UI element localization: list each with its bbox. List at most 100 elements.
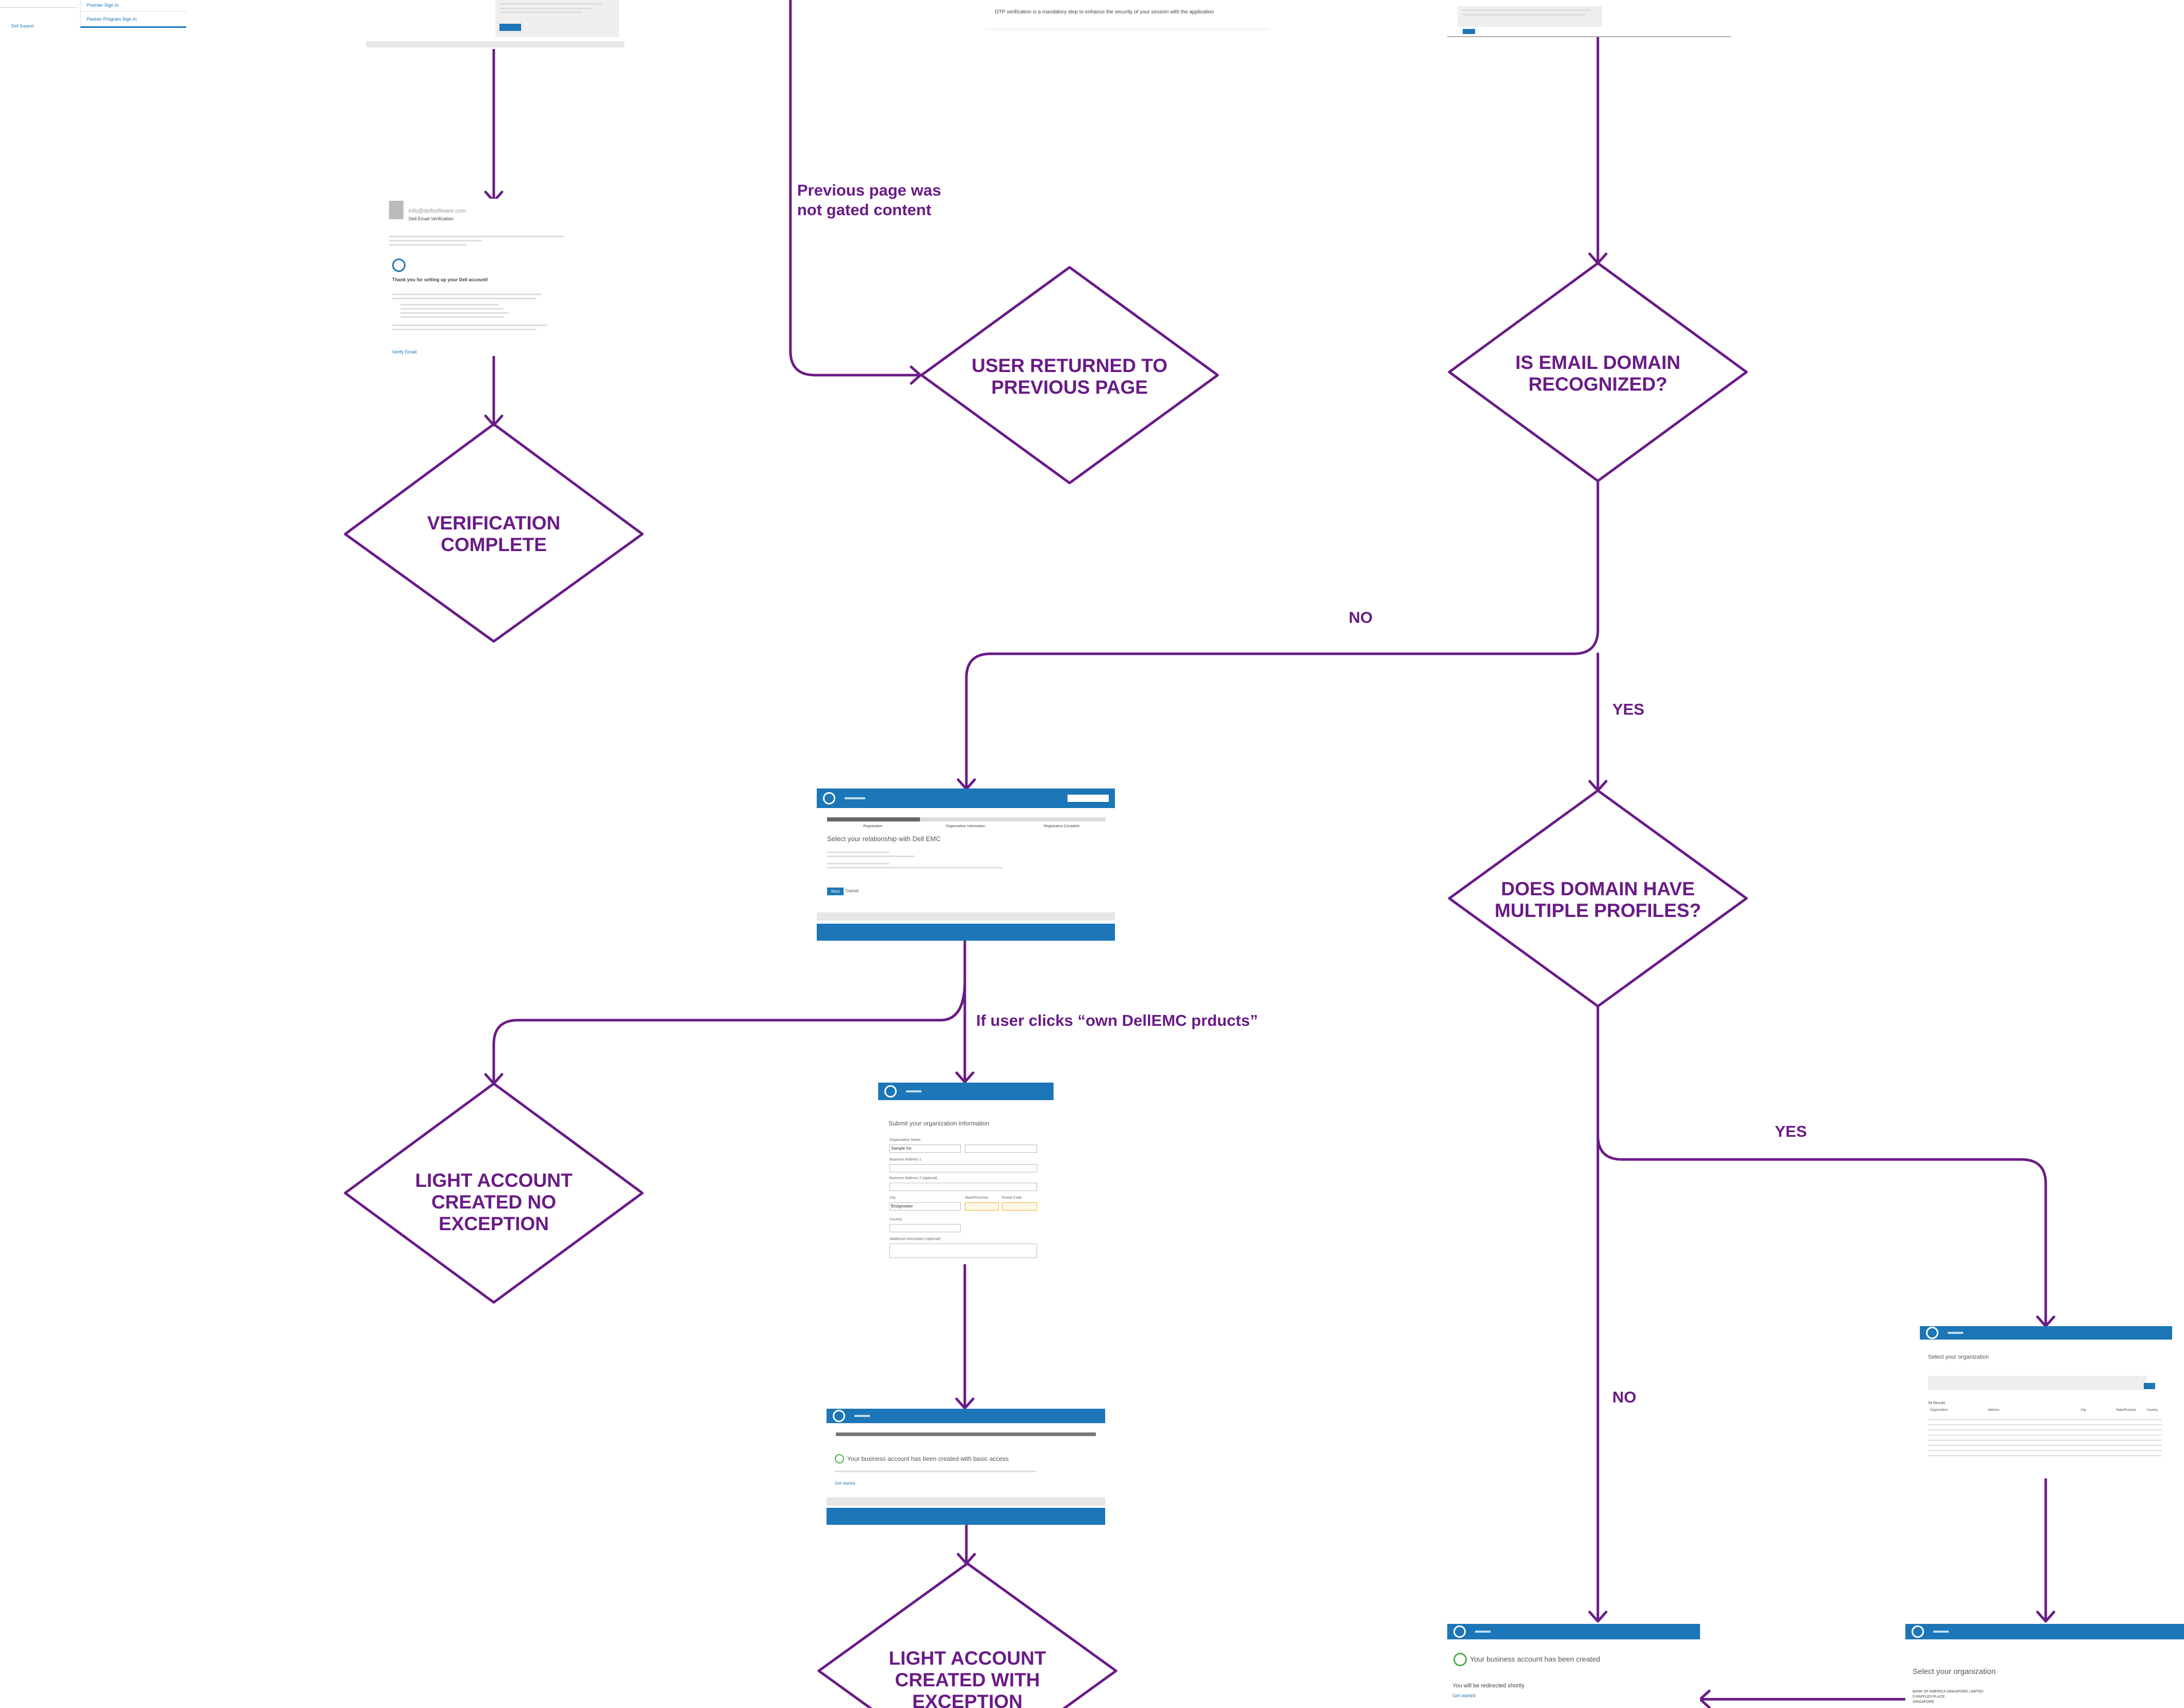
cancel-link[interactable]: Cancel xyxy=(846,889,859,893)
screen-created-basic: Your business account has been created w… xyxy=(827,1409,1105,1525)
column-country: Country xyxy=(2147,1409,2158,1412)
edge-label-not-gated-line-1: Previous page was xyxy=(797,181,941,199)
get-started-link[interactable]: Get started xyxy=(1452,1693,1476,1698)
otp-message: OTP verification is a mandatory step to … xyxy=(995,9,1215,15)
edge-label-not-gated-line-2: not gated content xyxy=(797,201,931,219)
column-address: Address xyxy=(1988,1409,2000,1412)
checkmark-circle-icon xyxy=(1453,1653,1467,1666)
edge-label-own-products: If user clicks “own DellEMC prducts” xyxy=(976,1011,1258,1029)
diamond-label-verification-line-1: VERIFICATION xyxy=(427,512,560,534)
column-organization: Organization xyxy=(1930,1409,1948,1412)
diamond-verification-complete xyxy=(344,423,644,643)
arrowhead xyxy=(1588,1610,1608,1623)
footer-bar xyxy=(817,924,1115,941)
diamond-label-light-with-line-3: EXCEPTION xyxy=(912,1691,1023,1708)
diamond-label-domain-line-1: IS EMAIL DOMAIN xyxy=(1515,352,1680,373)
screen-account-created: Your business account has been created Y… xyxy=(1447,1624,1700,1708)
diamond-label-domain-line-2: RECOGNIZED? xyxy=(1528,374,1667,395)
dell-logo-icon xyxy=(1926,1327,1938,1339)
diamond-label-profiles-line-1: DOES DOMAIN HAVE xyxy=(1501,878,1695,899)
edge-label-yes-2: YES xyxy=(1775,1122,1807,1140)
step-organization: Organization Information xyxy=(946,825,985,828)
diamond-label-returned-line-1: USER RETURNED TO xyxy=(972,355,1168,376)
screen-select-org: Select your organization 54 Results Orga… xyxy=(1920,1326,2172,1478)
diamond-email-domain xyxy=(1448,262,1748,482)
org-name-field[interactable]: Sample Inc xyxy=(889,1145,961,1153)
diamond-multiple-profiles xyxy=(1448,789,1748,1008)
dell-logo-icon xyxy=(1912,1625,1924,1638)
footer-bar xyxy=(827,1508,1105,1525)
search-button[interactable] xyxy=(2144,1383,2155,1389)
created-basic-message: Your business account has been created w… xyxy=(847,1455,1009,1462)
email-from: info@dellsoftware.com xyxy=(409,208,466,214)
results-count: 54 Results xyxy=(1928,1401,1946,1405)
dell-logo-icon xyxy=(833,1410,845,1422)
alt-name-field[interactable] xyxy=(965,1145,1037,1153)
address-field[interactable] xyxy=(889,1164,1037,1172)
org-entry-line-2: 9 RAFFLES PLACE xyxy=(1913,1695,1945,1699)
dell-header xyxy=(1447,1624,1700,1639)
city-field[interactable]: Bridgewater xyxy=(889,1202,961,1211)
diamond-label-light-no-line-2: CREATED NO xyxy=(431,1191,556,1213)
dell-logo-icon xyxy=(392,259,406,272)
footer-strip xyxy=(366,41,624,47)
org-form-title: Submit your organization information xyxy=(888,1120,990,1127)
diamond-label-light-with-line-1: LIGHT ACCOUNT xyxy=(889,1648,1046,1669)
dell-header xyxy=(1920,1326,2172,1340)
state-field[interactable] xyxy=(965,1202,999,1211)
connector-relationship-left xyxy=(492,979,966,1084)
diamond-light-with-exception xyxy=(817,1562,1118,1708)
postal-field[interactable] xyxy=(1002,1202,1037,1211)
partner-signin-link[interactable]: Partner Program Sign In xyxy=(87,17,137,22)
email-subject: Dell Email Verification xyxy=(409,216,454,221)
redirect-notice: You will be redirected shortly xyxy=(1452,1683,1525,1689)
column-city: City xyxy=(2081,1409,2086,1412)
arrowhead xyxy=(1698,1689,1711,1708)
postal-label: Postal Code xyxy=(1002,1196,1022,1200)
screen-relationship: Registration Organization Information Re… xyxy=(817,788,1115,941)
screen-select-org-2: Select your organization BANK OF AMERICA… xyxy=(1905,1624,2184,1708)
country-select[interactable] xyxy=(889,1224,961,1232)
additional-field[interactable] xyxy=(889,1244,1037,1258)
arrowhead xyxy=(2036,1610,2056,1623)
next-button[interactable]: Next xyxy=(827,888,844,895)
diamond-label-light-with-line-2: CREATED WITH xyxy=(895,1669,1040,1690)
dell-header xyxy=(1905,1624,2184,1639)
diamond-label-light-no-line-3: EXCEPTION xyxy=(439,1213,549,1234)
continue-button[interactable] xyxy=(1463,29,1475,34)
connector-domain-no xyxy=(965,479,1599,789)
select-org-title: Select your organization xyxy=(1928,1354,1989,1360)
screen-signin: Premier Sign In Partner Program Sign In … xyxy=(0,0,188,32)
edge-label-no-1: NO xyxy=(1349,608,1373,626)
org-entry-line-1[interactable]: BANK OF AMERICA SINGAPORE LIMITED xyxy=(1913,1690,1983,1694)
get-started-link[interactable]: Get started xyxy=(835,1481,855,1486)
address2-field[interactable] xyxy=(889,1183,1037,1191)
footer-links xyxy=(827,1497,1105,1506)
column-state: State/Province xyxy=(2116,1409,2137,1412)
screen-org-form: Submit your organization information Org… xyxy=(878,1083,1054,1264)
footer-links xyxy=(817,912,1115,921)
checkmark-circle-icon xyxy=(835,1454,844,1463)
address-label: Business Address 1 xyxy=(889,1158,921,1162)
diamond-user-returned xyxy=(920,266,1219,485)
connector-profiles-yes xyxy=(1596,1005,2047,1327)
additional-label: Additional Information (optional) xyxy=(889,1237,941,1241)
dell-support-link[interactable]: Dell Support xyxy=(11,24,35,28)
address2-label: Business Address 2 (optional) xyxy=(889,1177,937,1180)
premier-signin-link[interactable]: Premier Sign In xyxy=(87,3,119,8)
verify-email-link[interactable]: Verify Email xyxy=(392,349,417,355)
relationship-title: Select your relationship with Dell EMC xyxy=(827,835,941,843)
dell-header xyxy=(817,788,1115,808)
org-result-rows[interactable] xyxy=(1928,1415,2162,1460)
diamond-label-verification-line-2: COMPLETE xyxy=(441,534,547,555)
step-complete: Registration Complete xyxy=(1044,825,1080,828)
diamond-label-light-no-line-1: LIGHT ACCOUNT xyxy=(415,1170,573,1191)
create-account-button[interactable] xyxy=(499,24,521,31)
edge-label-no-2: NO xyxy=(1612,1388,1637,1406)
connector-not-gated xyxy=(789,0,921,377)
screen-domain-fragment xyxy=(1447,0,1731,37)
dell-logo-icon xyxy=(884,1085,897,1098)
diamond-label-profiles-line-2: MULTIPLE PROFILES? xyxy=(1495,900,1701,921)
step-registration: Registration xyxy=(863,825,883,828)
